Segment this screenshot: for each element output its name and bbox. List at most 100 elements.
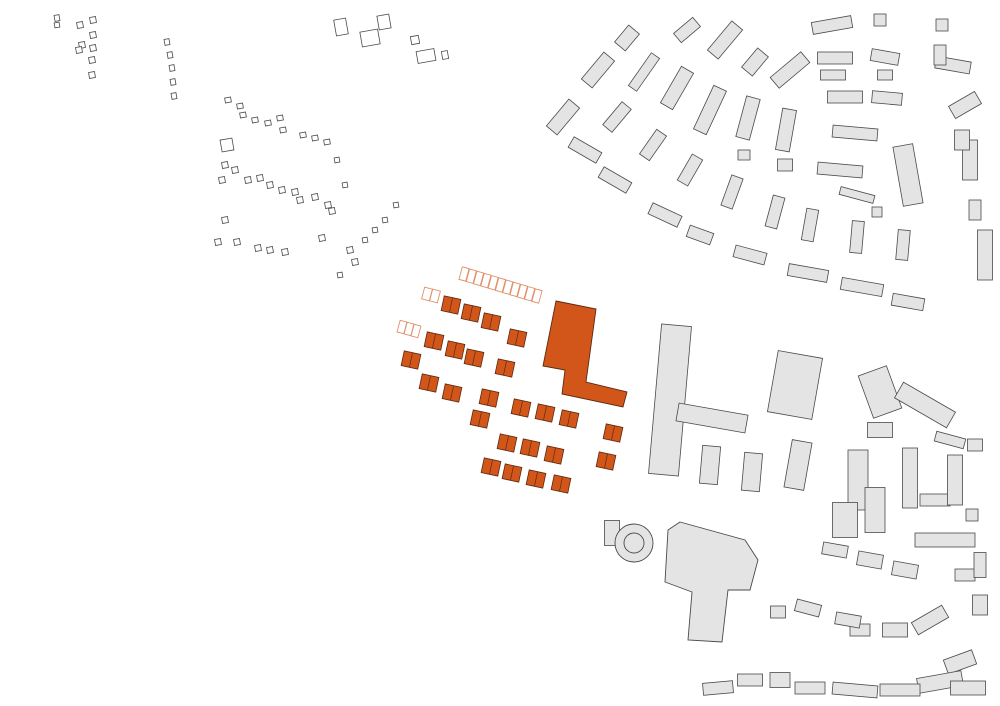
highlighted-building — [400, 350, 422, 370]
small-building — [89, 16, 97, 24]
highlighted-building — [480, 457, 502, 477]
existing-building — [741, 47, 769, 77]
existing-building — [965, 508, 979, 522]
small-building — [89, 44, 97, 52]
existing-building — [783, 439, 813, 491]
planned-building-unit — [502, 279, 514, 295]
existing-building — [914, 532, 976, 548]
highlighted-building — [494, 358, 516, 378]
existing-building — [602, 101, 632, 133]
planned-building-unit — [458, 266, 470, 282]
existing-building — [673, 16, 701, 44]
existing-building — [902, 447, 918, 509]
existing-building — [950, 680, 986, 696]
highlighted-building — [478, 388, 500, 408]
small-building — [218, 176, 226, 184]
existing-building — [869, 48, 901, 66]
small-building — [170, 92, 178, 100]
existing-building — [849, 220, 865, 254]
small-building — [311, 193, 319, 201]
existing-building — [879, 683, 921, 697]
existing-building — [967, 438, 983, 452]
existing-building — [764, 194, 786, 230]
existing-building — [793, 598, 823, 618]
existing-building — [867, 422, 893, 438]
small-building — [328, 207, 336, 215]
small-building — [359, 28, 381, 48]
existing-building — [827, 90, 863, 104]
existing-building — [647, 202, 683, 228]
existing-building — [627, 52, 661, 92]
highlighted-building — [501, 463, 523, 483]
existing-building — [816, 161, 864, 179]
existing-building — [702, 680, 734, 696]
existing-building — [933, 430, 967, 450]
small-building — [291, 188, 299, 196]
existing-building — [800, 207, 820, 243]
existing-building — [890, 292, 926, 312]
highlighted-building — [469, 409, 491, 429]
existing-building — [919, 493, 951, 507]
existing-building — [692, 84, 728, 136]
existing-building — [706, 20, 744, 60]
existing-building — [857, 365, 903, 419]
existing-building — [832, 502, 858, 538]
existing-building — [871, 206, 883, 218]
existing-building — [856, 550, 884, 570]
existing-building — [769, 672, 791, 688]
small-building — [311, 134, 319, 142]
existing-building — [873, 13, 887, 27]
existing-building — [685, 224, 715, 246]
existing-building — [698, 444, 722, 486]
existing-building — [893, 381, 957, 429]
small-building — [221, 216, 229, 224]
existing-building — [935, 18, 949, 32]
planned-building-unit — [531, 288, 543, 304]
existing-building — [676, 153, 704, 187]
existing-building — [892, 143, 924, 207]
planned-building-unit — [509, 281, 521, 298]
existing-building — [766, 350, 824, 420]
small-building — [276, 114, 284, 122]
small-building — [53, 21, 61, 29]
planned-building-unit — [524, 286, 536, 302]
planned-building-unit — [410, 323, 422, 339]
planned-building-unit — [480, 272, 492, 289]
highlighted-building — [460, 303, 482, 323]
small-building — [169, 78, 177, 86]
existing-building — [638, 128, 668, 162]
planned-building-unit — [487, 275, 499, 291]
highlighted-building — [602, 423, 624, 443]
small-building — [296, 196, 304, 204]
small-building — [299, 131, 307, 139]
existing-building — [659, 65, 695, 111]
existing-building — [968, 199, 982, 221]
existing-building — [954, 568, 976, 582]
small-building — [278, 186, 286, 194]
highlighted-building — [441, 383, 463, 403]
existing-building — [597, 166, 633, 194]
small-building — [264, 119, 272, 127]
existing-building — [810, 15, 854, 35]
planned-building-unit — [472, 270, 485, 287]
existing-building — [720, 174, 744, 210]
existing-building — [977, 229, 993, 281]
small-building — [336, 271, 344, 279]
small-building — [324, 201, 332, 209]
small-building — [163, 38, 171, 46]
small-building — [415, 48, 437, 64]
existing-building — [614, 24, 640, 52]
small-building — [219, 137, 235, 153]
existing-building — [839, 276, 885, 298]
existing-building — [933, 44, 947, 66]
existing-building — [871, 90, 903, 106]
small-building — [89, 31, 97, 39]
large-building — [664, 521, 759, 643]
small-building — [166, 51, 174, 59]
existing-building — [821, 541, 849, 559]
planned-building-unit — [516, 283, 529, 300]
existing-building — [847, 449, 869, 511]
highlighted-building — [550, 474, 572, 494]
highlighted-building — [444, 340, 466, 360]
